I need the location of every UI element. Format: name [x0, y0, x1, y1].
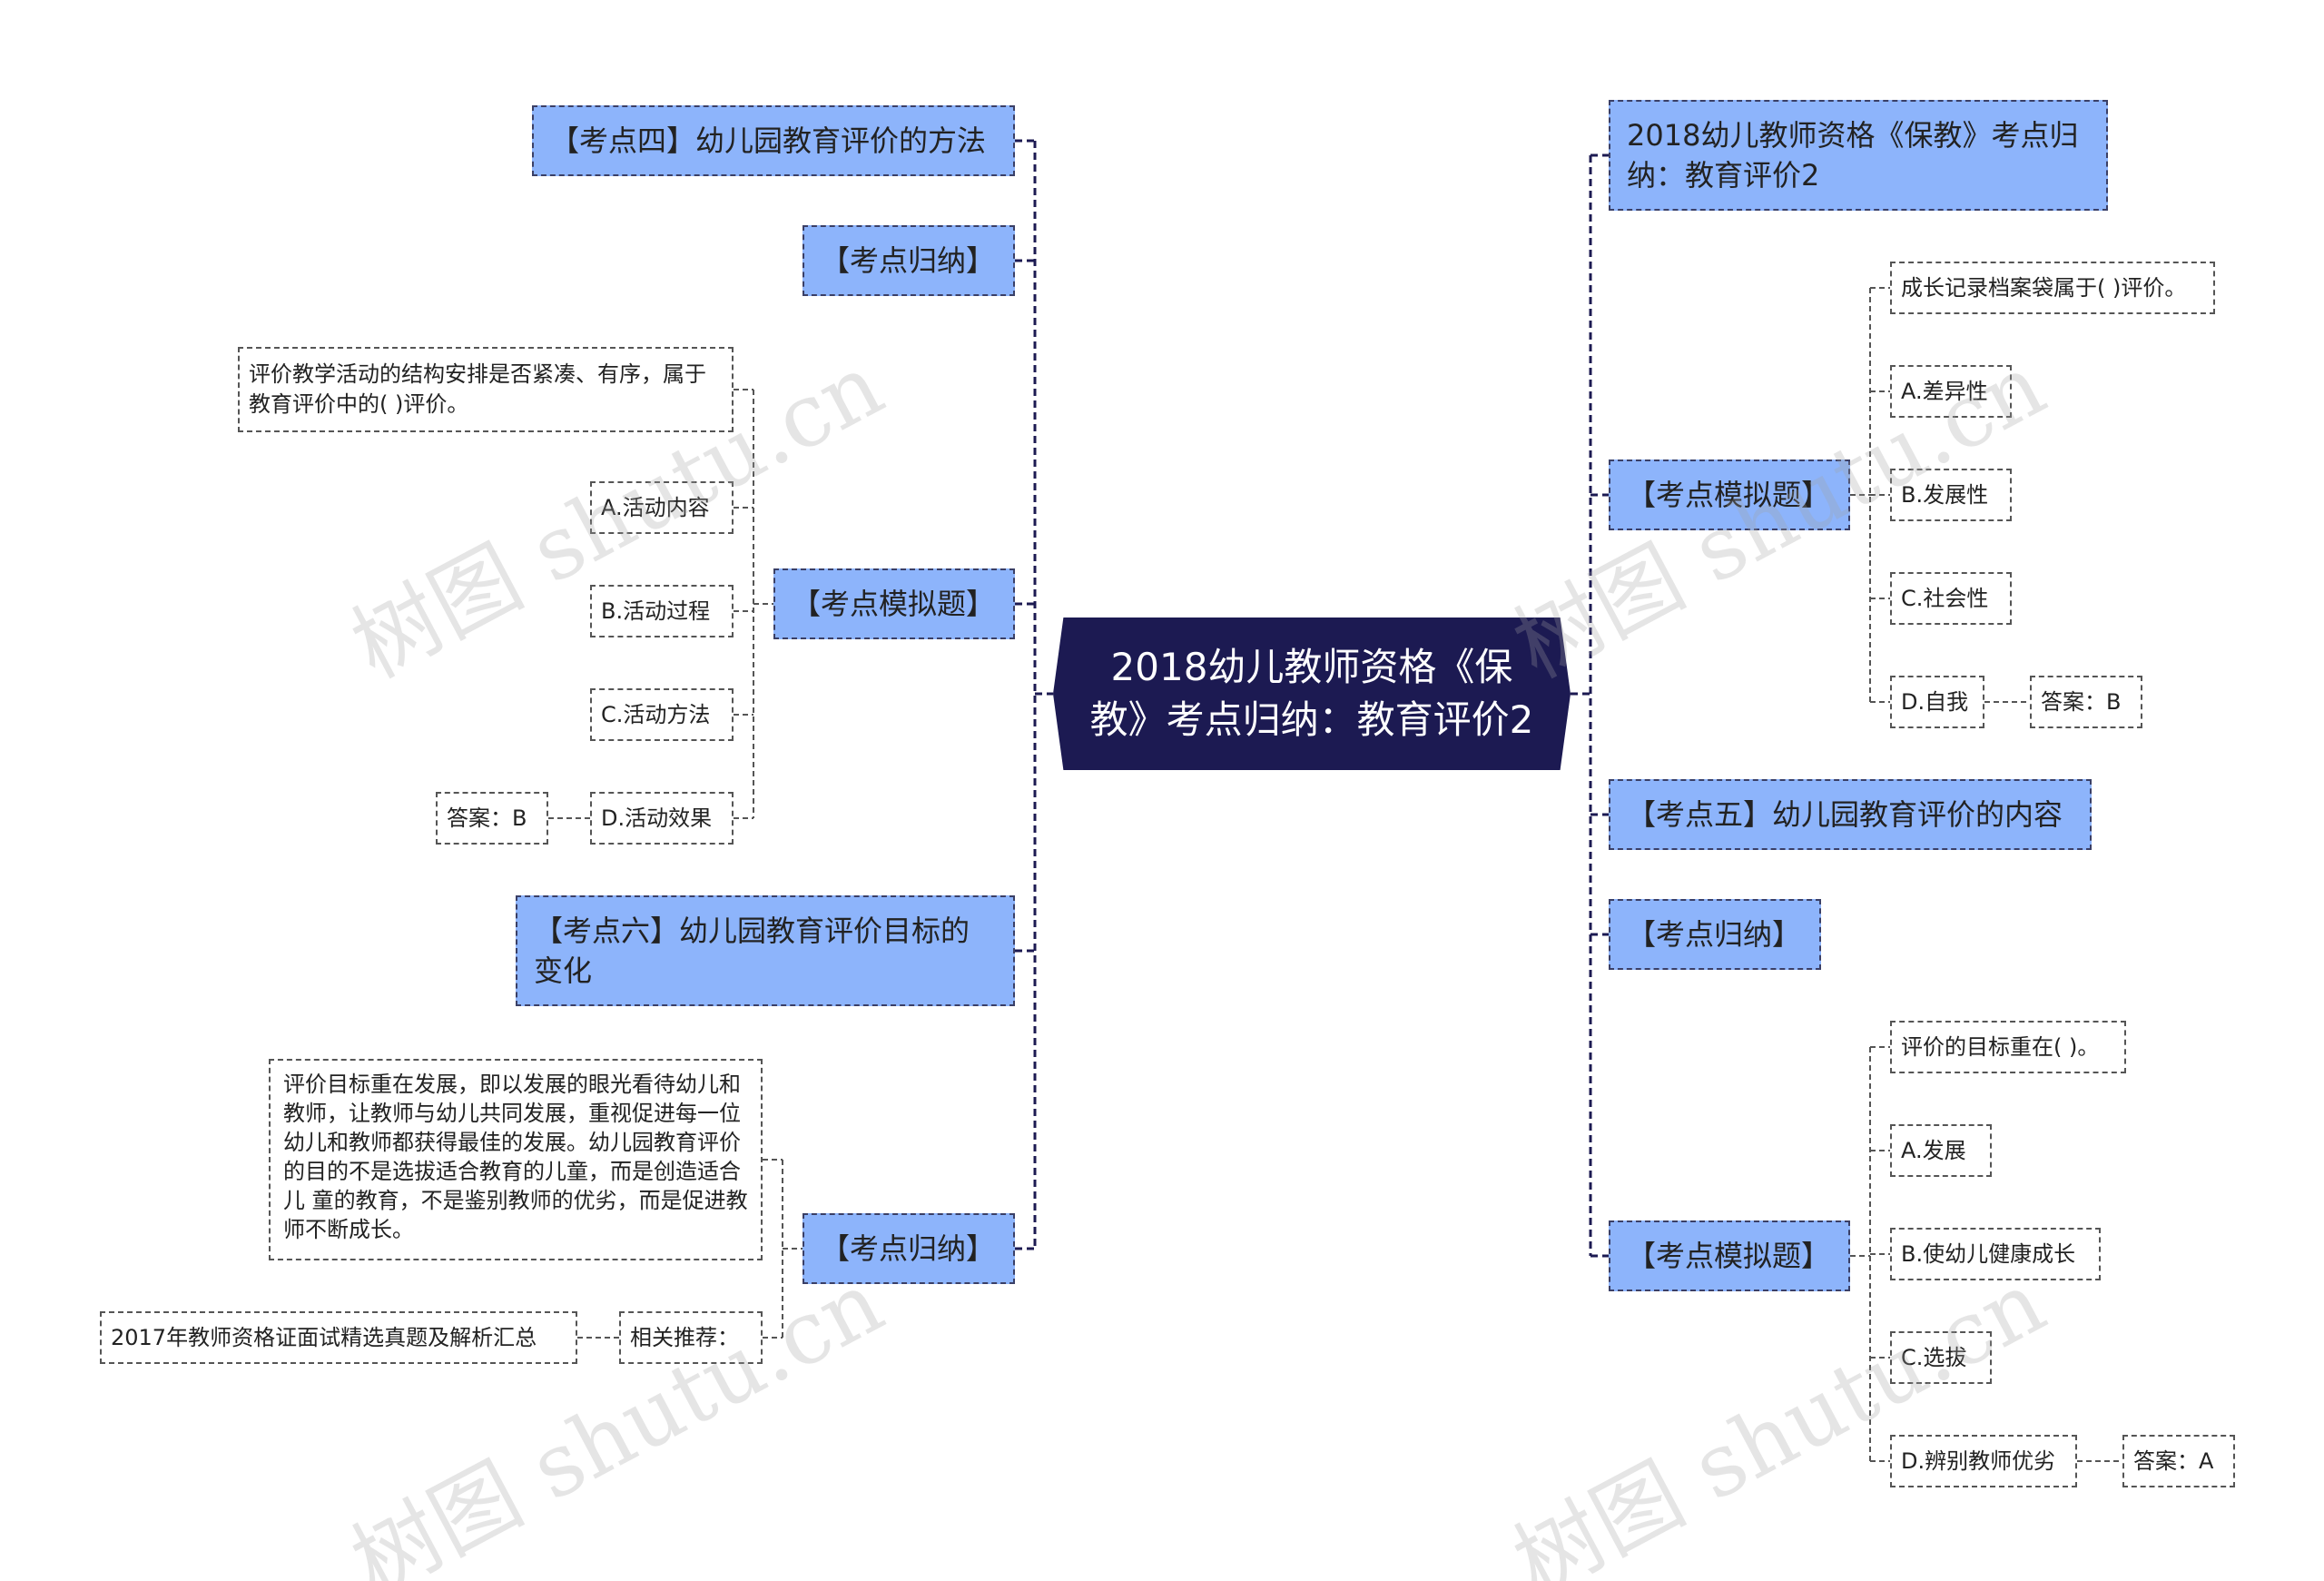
mock2-option-c[interactable]: C.选拔 [1890, 1331, 1992, 1384]
topic-goal-change[interactable]: 【考点六】幼儿园教育评价目标的变化 [516, 895, 1015, 1006]
topic-method-label: 【考点四】幼儿园教育评价的方法 [550, 124, 987, 158]
recommend-link-text: 2017年教师资格证面试精选真题及解析汇总 [111, 1324, 537, 1350]
topic-summary-label: 【考点归纳】 [821, 243, 996, 278]
mock-option-d-left[interactable]: D.活动效果 [590, 792, 734, 845]
option-label: B.活动过程 [601, 598, 711, 624]
option-label: D.自我 [1901, 688, 1969, 715]
topic-content-label: 【考点五】幼儿园教育评价的内容 [1627, 797, 2063, 832]
option-label: B.发展性 [1901, 481, 1989, 508]
answer-label: 答案：B [2041, 688, 2122, 715]
mock-option-a-left[interactable]: A.活动内容 [590, 481, 734, 534]
answer-label: 答案：B [447, 805, 527, 831]
mock1-answer[interactable]: 答案：B [2030, 676, 2142, 728]
option-label: A.活动内容 [601, 494, 710, 520]
topic-content[interactable]: 【考点五】幼儿园教育评价的内容 [1609, 779, 2092, 850]
summary-text: 评价目标重在发展，即以发展的眼光看待幼儿和教师，让教师与幼儿共同发展，重视促进每… [283, 1072, 748, 1242]
topic-summary-left-2[interactable]: 【考点归纳】 [803, 1213, 1015, 1284]
topic-mock-label: 【考点模拟题】 [792, 587, 996, 621]
mock1-option-b[interactable]: B.发展性 [1890, 469, 2012, 521]
mock-question-right-2[interactable]: 评价的目标重在( )。 [1890, 1021, 2126, 1073]
option-label: A.发展 [1901, 1137, 1966, 1163]
topic-summary-label: 【考点归纳】 [821, 1231, 996, 1266]
mock1-option-a[interactable]: A.差异性 [1890, 365, 2012, 418]
topic-summary-left-1[interactable]: 【考点归纳】 [803, 225, 1015, 296]
topic-mock-right-2[interactable]: 【考点模拟题】 [1609, 1220, 1850, 1291]
topic-mock-label: 【考点模拟题】 [1627, 478, 1831, 512]
recommend-label-node[interactable]: 相关推荐： [619, 1311, 763, 1364]
topic-summary-label: 【考点归纳】 [1627, 917, 1802, 952]
option-label: D.辨别教师优劣 [1901, 1448, 2056, 1474]
mock2-option-d[interactable]: D.辨别教师优劣 [1890, 1435, 2077, 1487]
mock-question-right-1[interactable]: 成长记录档案袋属于( )评价。 [1890, 262, 2215, 314]
mock-question-text: 成长记录档案袋属于( )评价。 [1901, 274, 2187, 301]
recommend-label: 相关推荐： [630, 1324, 739, 1350]
mock-option-b-left[interactable]: B.活动过程 [590, 585, 734, 637]
mock2-answer[interactable]: 答案：A [2122, 1435, 2235, 1487]
topic-summary-right[interactable]: 【考点归纳】 [1609, 899, 1821, 970]
option-label: C.社会性 [1901, 585, 1989, 611]
option-label: B.使幼儿健康成长 [1901, 1240, 2076, 1267]
recommend-link[interactable]: 2017年教师资格证面试精选真题及解析汇总 [100, 1311, 577, 1364]
root-topic-label: 2018幼儿教师资格《保教》考点归纳：教育评价2 [1089, 645, 1534, 742]
root-topic[interactable]: 2018幼儿教师资格《保教》考点归纳：教育评价2 [1053, 618, 1571, 770]
topic-mock-left[interactable]: 【考点模拟题】 [773, 568, 1015, 639]
topic-goal-change-label: 【考点六】幼儿园教育评价目标的变化 [534, 914, 970, 988]
mock-answer-left[interactable]: 答案：B [436, 792, 548, 845]
mock2-option-a[interactable]: A.发展 [1890, 1124, 1992, 1177]
topic-title-right-label: 2018幼儿教师资格《保教》考点归纳：教育评价2 [1627, 118, 2079, 193]
topic-mock-label: 【考点模拟题】 [1627, 1239, 1831, 1273]
mock1-option-c[interactable]: C.社会性 [1890, 572, 2012, 625]
mock2-option-b[interactable]: B.使幼儿健康成长 [1890, 1228, 2101, 1280]
option-label: C.选拔 [1901, 1344, 1967, 1370]
option-label: D.活动效果 [601, 805, 713, 831]
mock-question-left[interactable]: 评价教学活动的结构安排是否紧凑、有序，属于教育评价中的( )评价。 [238, 347, 734, 432]
mock1-option-d[interactable]: D.自我 [1890, 676, 1984, 728]
mock-question-text: 评价的目标重在( )。 [1901, 1033, 2100, 1060]
topic-mock-right-1[interactable]: 【考点模拟题】 [1609, 459, 1850, 530]
mock-question-text: 评价教学活动的结构安排是否紧凑、有序，属于教育评价中的( )评价。 [249, 361, 706, 417]
topic-method[interactable]: 【考点四】幼儿园教育评价的方法 [532, 105, 1015, 176]
mock-option-c-left[interactable]: C.活动方法 [590, 688, 734, 741]
topic-title-right[interactable]: 2018幼儿教师资格《保教》考点归纳：教育评价2 [1609, 100, 2108, 211]
answer-label: 答案：A [2133, 1448, 2214, 1474]
option-label: A.差异性 [1901, 378, 1988, 404]
summary-text-left[interactable]: 评价目标重在发展，即以发展的眼光看待幼儿和教师，让教师与幼儿共同发展，重视促进每… [269, 1059, 763, 1260]
option-label: C.活动方法 [601, 701, 711, 727]
